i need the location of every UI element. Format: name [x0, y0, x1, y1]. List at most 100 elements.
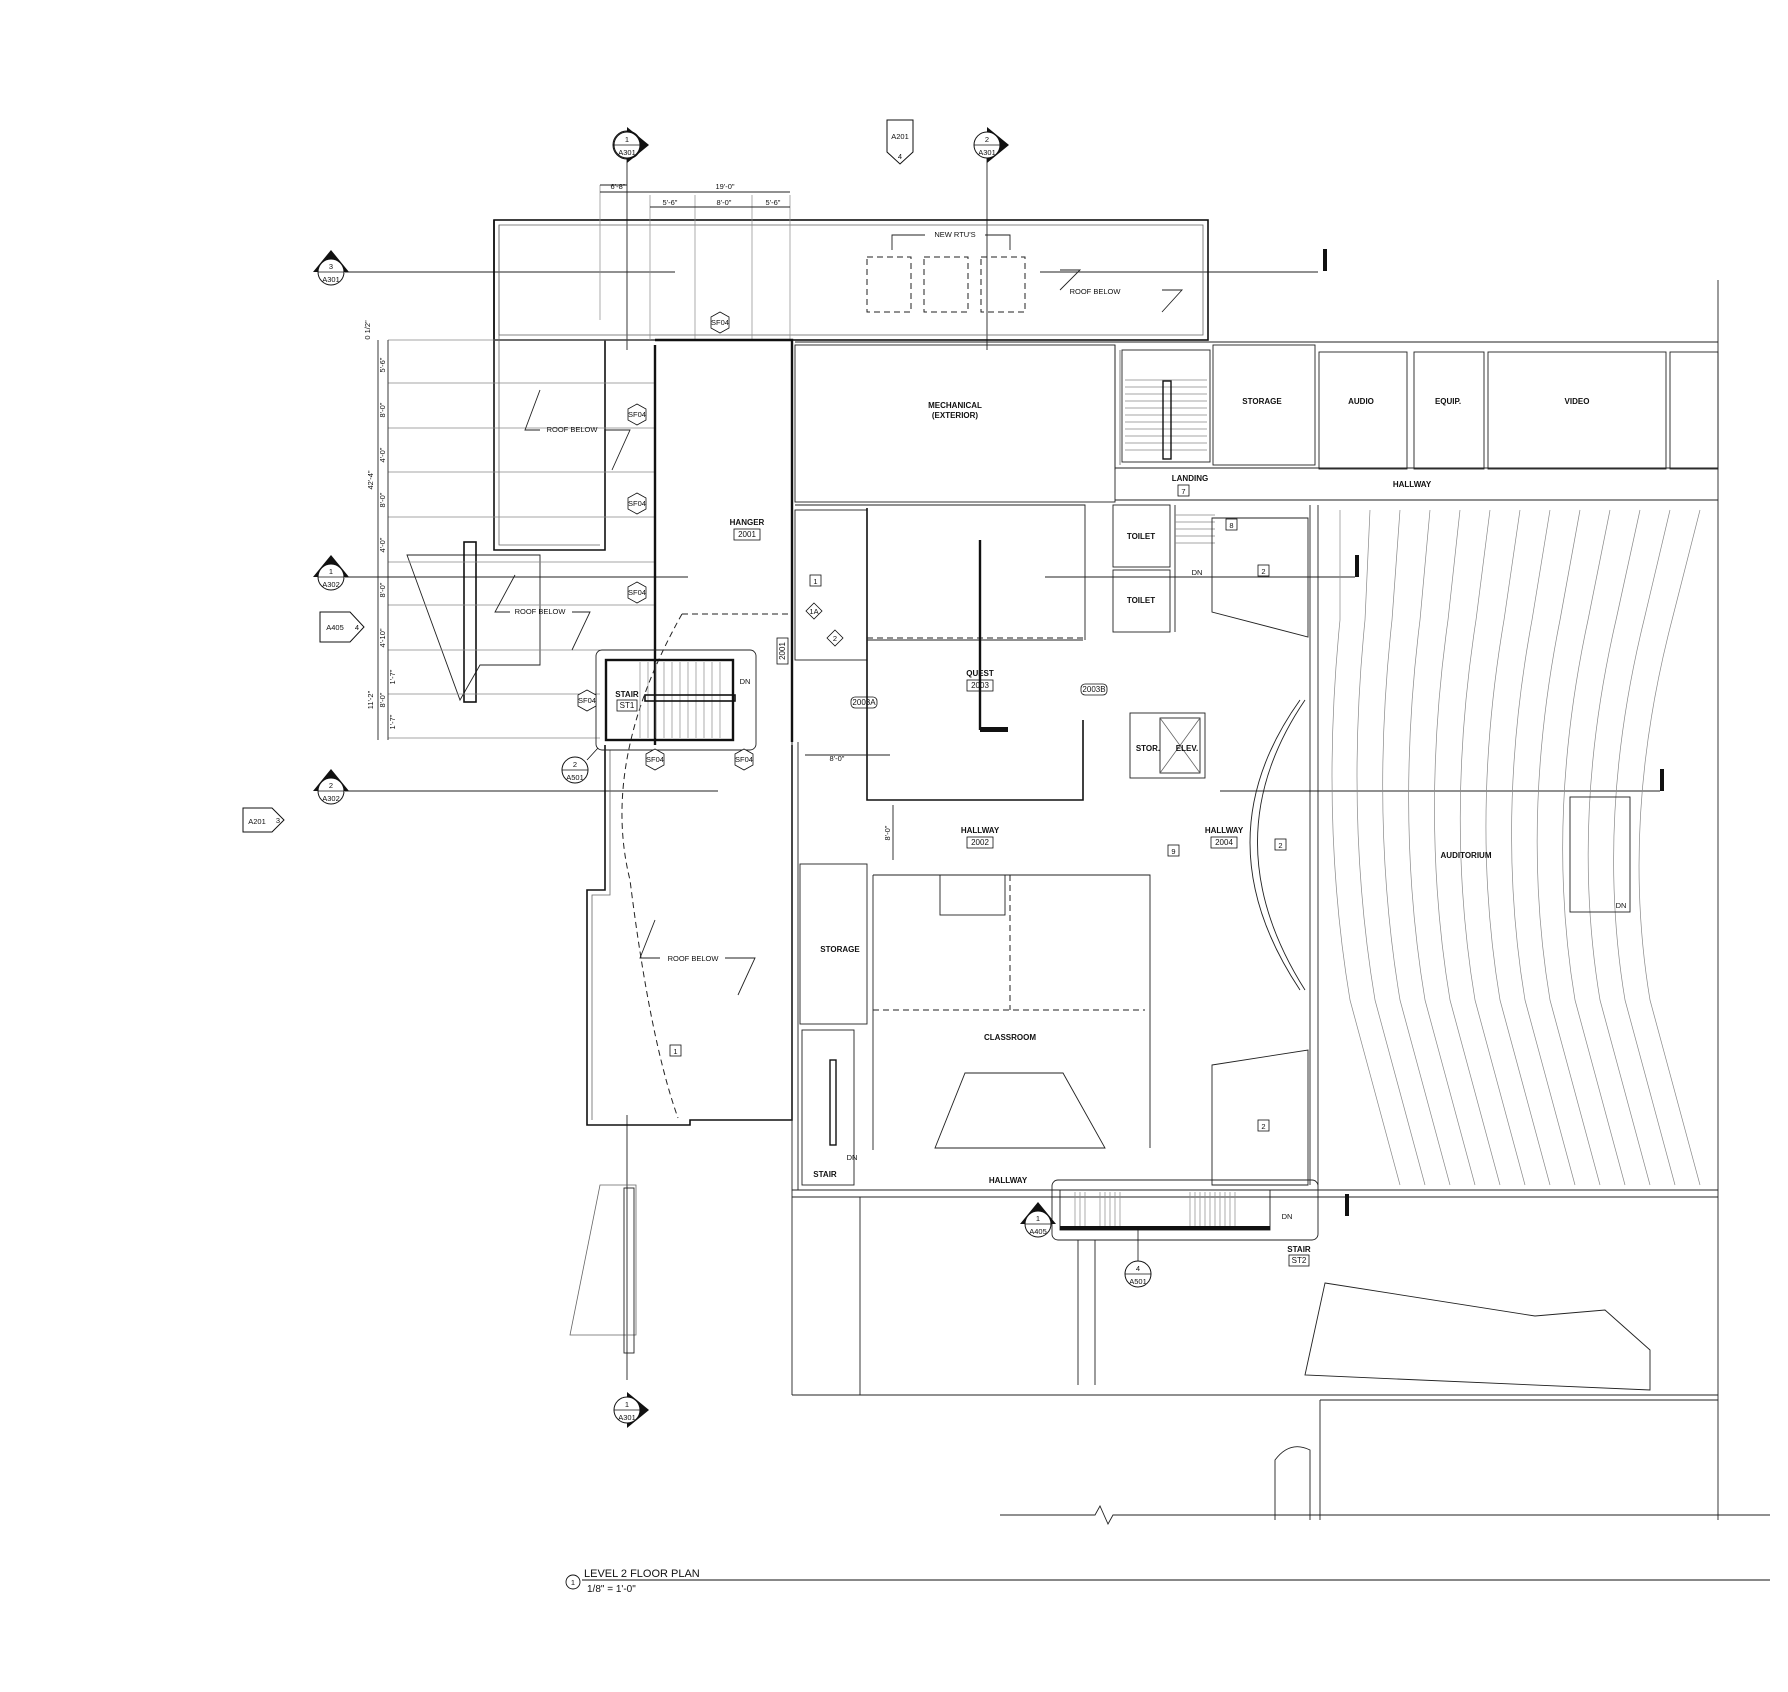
svg-text:SF04: SF04 — [646, 755, 664, 764]
keynote-7: 7 — [1181, 487, 1185, 496]
svg-text:1: 1 — [1036, 1214, 1040, 1223]
note-dn-2: DN — [1192, 568, 1203, 577]
note-dn-4: DN — [847, 1153, 858, 1162]
room-equip: EQUIP. — [1435, 397, 1461, 406]
drawing-title: 1 LEVEL 2 FLOOR PLAN 1/8" = 1'-0" — [565, 1568, 1770, 1595]
storefront-tag[interactable]: SF04 — [710, 311, 730, 334]
room-landing: LANDING — [1172, 474, 1208, 483]
room-toilet-2: TOILET — [1127, 596, 1155, 605]
storefront-tag[interactable]: SF04 — [627, 492, 647, 515]
elevation-tag-a405-4[interactable]: A405 4 — [319, 611, 365, 643]
keynote-2: 2 — [1261, 1122, 1265, 1131]
svg-text:2: 2 — [985, 135, 989, 144]
keynotes: 1 1 1A 2 2 2 2 7 8 9 — [669, 484, 1287, 1132]
dim-v-4-0a: 4'-0" — [378, 447, 387, 462]
room-quest-number: 2003 — [971, 681, 989, 690]
storefront-tags: SF04 SF04 SF04 SF04 SF04 SF04 SF04 — [577, 311, 754, 771]
note-roof-below-1: ROOF BELOW — [1070, 287, 1122, 296]
storefront-tag[interactable]: SF04 — [577, 689, 597, 712]
room-classroom: CLASSROOM — [984, 1033, 1036, 1042]
storefront-tag[interactable]: SF04 — [627, 581, 647, 604]
keynote-2: 2 — [1278, 841, 1282, 850]
room-stair-left: STAIR — [813, 1170, 837, 1179]
section-marker-2-a302[interactable]: 2 A302 — [313, 769, 349, 805]
room-toilet-1: TOILET — [1127, 532, 1155, 541]
section-marker-3-a301-left[interactable]: 3 A301 — [313, 250, 349, 286]
elevation-tag-a201-4[interactable]: A201 4 — [886, 119, 914, 165]
section-marker-1-a405[interactable]: 1 A405 — [1020, 1202, 1056, 1238]
dim-19-0: 19'-0" — [715, 182, 734, 191]
keynote-9: 9 — [1171, 847, 1175, 856]
svg-text:4: 4 — [1136, 1264, 1140, 1273]
svg-text:2: 2 — [573, 760, 577, 769]
dim-8-0-top: 8'-0" — [717, 198, 732, 207]
section-marker-1-a301-top[interactable]: 1 A301 — [612, 127, 649, 163]
plan-notes: NEW RTU'S ROOF BELOW ROOF BELOW ROOF BEL… — [494, 230, 1627, 1221]
svg-text:A501: A501 — [566, 773, 584, 782]
svg-text:A405: A405 — [326, 623, 344, 632]
svg-text:SF04: SF04 — [578, 696, 596, 705]
room-hanger-number: 2001 — [738, 530, 756, 539]
door-2003b: 2003B — [1082, 685, 1105, 694]
note-roof-below-4: ROOF BELOW — [668, 954, 720, 963]
room-hanger: HANGER — [730, 518, 765, 527]
detail-marker-2-a501[interactable]: 2 A501 — [561, 747, 599, 784]
keynote-2: 2 — [833, 634, 837, 643]
keynote-1: 1 — [813, 577, 817, 586]
dim-v-1-7b: 1'-7" — [388, 714, 397, 729]
elevation-tags: A201 4 A201 3 A405 4 — [242, 119, 914, 833]
dim-5-6a: 5'-6" — [663, 198, 678, 207]
room-hallway-top: HALLWAY — [1393, 480, 1432, 489]
room-storage-top: STORAGE — [1242, 397, 1282, 406]
section-marker-1-a301-bottom[interactable]: 1 A301 — [613, 1392, 649, 1428]
note-dn-5: DN — [1282, 1212, 1293, 1221]
note-dn-1: DN — [740, 677, 751, 686]
room-stair-st1: STAIR — [615, 690, 639, 699]
section-cut-lines — [345, 155, 1664, 1380]
section-markers: 1 A301 2 A301 3 A301 1 A302 — [313, 127, 1152, 1428]
dim-5-6b: 5'-6" — [766, 198, 781, 207]
svg-text:2: 2 — [329, 781, 333, 790]
detail-marker-4-a501[interactable]: 4 A501 — [1124, 1228, 1152, 1288]
roof-outline-west — [388, 185, 1209, 1354]
note-new-rtus: NEW RTU'S — [934, 230, 975, 239]
note-dn-3: DN — [1616, 901, 1627, 910]
keynote-8: 8 — [1229, 521, 1233, 530]
dim-v-8-0d: 8'-0" — [378, 692, 387, 707]
svg-text:A301: A301 — [618, 148, 636, 157]
note-roof-below-2: ROOF BELOW — [547, 425, 599, 434]
door-tags: 2001 2003A 2003B — [776, 637, 1108, 709]
drawing-number: 1 — [571, 1578, 575, 1587]
keynote-1: 1 — [673, 1047, 677, 1056]
svg-text:3: 3 — [276, 816, 280, 825]
dim-v-4-0b: 4'-0" — [378, 537, 387, 552]
svg-text:A201: A201 — [248, 817, 266, 826]
room-mechanical-sub: (EXTERIOR) — [932, 411, 979, 420]
room-hallway-2004: HALLWAY — [1205, 826, 1244, 835]
svg-text:A301: A301 — [322, 275, 340, 284]
dimension-text: 6'-8" 19'-0" 5'-6" 8'-0" 5'-6" 0 1/2" 5'… — [363, 182, 892, 840]
svg-text:SF04: SF04 — [628, 410, 646, 419]
door-2003a: 2003A — [852, 698, 876, 707]
elevation-tag-a201-3[interactable]: A201 3 — [242, 807, 285, 833]
dim-v-1-7a: 1'-7" — [388, 669, 397, 684]
room-video: VIDEO — [1565, 397, 1590, 406]
dim-v-8-0a: 8'-0" — [378, 402, 387, 417]
svg-text:A501: A501 — [1129, 1277, 1147, 1286]
dim-h-8-0: 8'-0" — [830, 754, 845, 763]
svg-text:SF04: SF04 — [628, 588, 646, 597]
section-marker-1-a302[interactable]: 1 A302 — [313, 555, 349, 591]
room-mechanical: MECHANICAL — [928, 401, 982, 410]
storefront-tag[interactable]: SF04 — [734, 748, 754, 771]
section-marker-2-a301-top[interactable]: 2 A301 — [973, 127, 1009, 163]
svg-text:A201: A201 — [891, 132, 909, 141]
storefront-tag[interactable]: SF04 — [627, 403, 647, 426]
room-labels: MECHANICAL (EXTERIOR) STORAGE AUDIO EQUI… — [615, 397, 1590, 1267]
svg-text:A301: A301 — [978, 148, 996, 157]
note-roof-below-3: ROOF BELOW — [515, 607, 567, 616]
svg-text:A302: A302 — [322, 794, 340, 803]
keynote-1a: 1A — [809, 607, 818, 616]
storefront-tag[interactable]: SF04 — [645, 748, 665, 771]
svg-text:1: 1 — [625, 1400, 629, 1409]
